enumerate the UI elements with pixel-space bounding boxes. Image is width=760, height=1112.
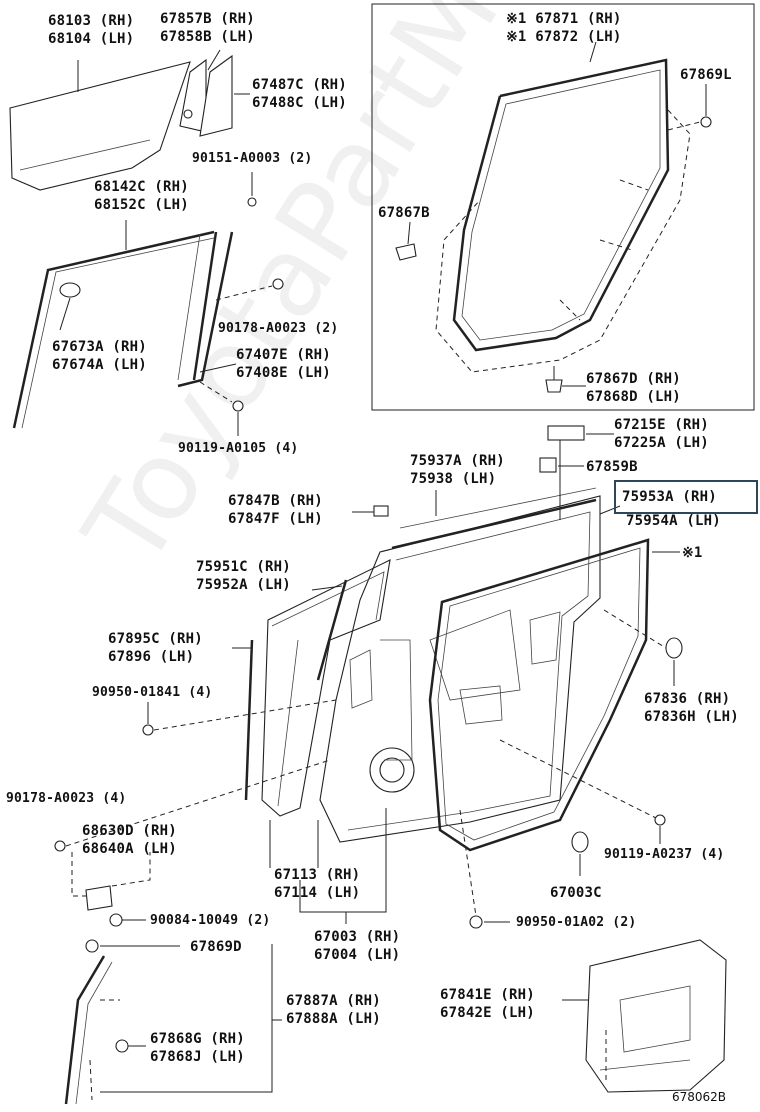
label-67487: 67487C (RH) 67488C (LH) xyxy=(252,77,347,111)
label-67215: 67215E (RH) 67225A (LH) xyxy=(614,417,709,451)
figure-number: 678062B xyxy=(672,1090,727,1104)
label-67407: 67407E (RH) 67408E (LH) xyxy=(236,347,331,381)
label-90950-lower: 90950-01A02 (2) xyxy=(516,915,637,930)
label-90119-lower: 90119-A0237 (4) xyxy=(604,847,725,862)
label-90950-upper: 90950-01841 (4) xyxy=(92,685,213,700)
label-67857: 67857B (RH) 67858B (LH) xyxy=(160,11,255,45)
door-weatherstrip-part xyxy=(435,58,691,373)
label-90151: 90151-A0003 (2) xyxy=(192,151,313,166)
highlight-box-75953 xyxy=(614,480,758,514)
label-90178-lower: 90178-A0023 (4) xyxy=(6,791,127,806)
label-90119-top: 90119-A0105 (4) xyxy=(178,441,299,456)
label-67895: 67895C (RH) 67896 (LH) xyxy=(108,631,203,665)
label-68630: 68630D (RH) 68640A (LH) xyxy=(82,823,177,857)
label-75954: 75954A (LH) xyxy=(626,513,721,529)
label-75953: 75953A (RH) xyxy=(622,489,717,505)
label-90178-top: 90178-A0023 (2) xyxy=(218,321,339,336)
label-75937: 75937A (RH) 75938 (LH) xyxy=(410,453,505,487)
label-67847: 67847B (RH) 67847F (LH) xyxy=(228,493,323,527)
label-note-1: ※1 xyxy=(682,545,703,561)
label-67841: 67841E (RH) 67842E (LH) xyxy=(440,987,535,1021)
label-67003C: 67003C xyxy=(550,885,602,901)
label-75951: 75951C (RH) 75952A (LH) xyxy=(196,559,291,593)
label-68103: 68103 (RH) 68104 (LH) xyxy=(48,13,135,47)
label-67867B: 67867B xyxy=(378,205,430,221)
label-67003: 67003 (RH) 67004 (LH) xyxy=(314,929,401,963)
door-glass-part xyxy=(9,61,191,191)
label-67869L: 67869L xyxy=(680,67,732,83)
label-67869D: 67869D xyxy=(190,939,242,955)
label-90084: 90084-10049 (2) xyxy=(150,913,271,928)
label-67836: 67836 (RH) 67836H (LH) xyxy=(644,691,739,725)
label-68142: 68142C (RH) 68152C (LH) xyxy=(94,179,189,213)
door-trim-panel-part xyxy=(585,939,727,1093)
label-67113: 67113 (RH) 67114 (LH) xyxy=(274,867,361,901)
label-67887: 67887A (RH) 67888A (LH) xyxy=(286,993,381,1027)
label-67868G: 67868G (RH) 67868J (LH) xyxy=(150,1031,245,1065)
label-67859: 67859B xyxy=(586,459,638,475)
label-67871: ※1 67871 (RH) ※1 67872 (LH) xyxy=(506,11,622,45)
label-67867D: 67867D (RH) 67868D (LH) xyxy=(586,371,681,405)
door-panel-part xyxy=(319,495,601,843)
label-67673: 67673A (RH) 67674A (LH) xyxy=(52,339,147,373)
